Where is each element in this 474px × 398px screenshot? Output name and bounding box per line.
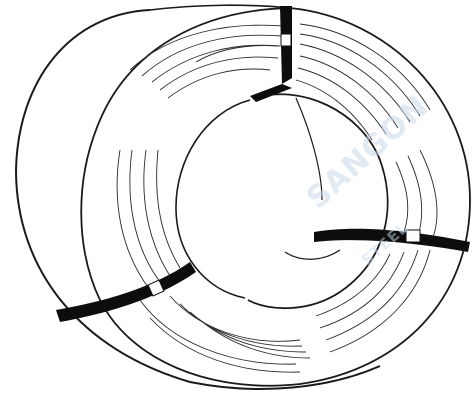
coil-inner-bore-rear — [175, 99, 251, 299]
bore-inner-seam — [295, 97, 323, 201]
steel-strap-left — [56, 262, 196, 322]
coil-inner-bore-front — [247, 93, 389, 310]
coil-winding-lines — [116, 23, 438, 373]
bore-shadow-line — [284, 249, 341, 260]
coil-outer-edge — [14, 9, 381, 390]
steel-strap-right — [314, 228, 470, 252]
steel-strap-top — [250, 6, 292, 102]
coil-top-edge — [149, 4, 291, 11]
